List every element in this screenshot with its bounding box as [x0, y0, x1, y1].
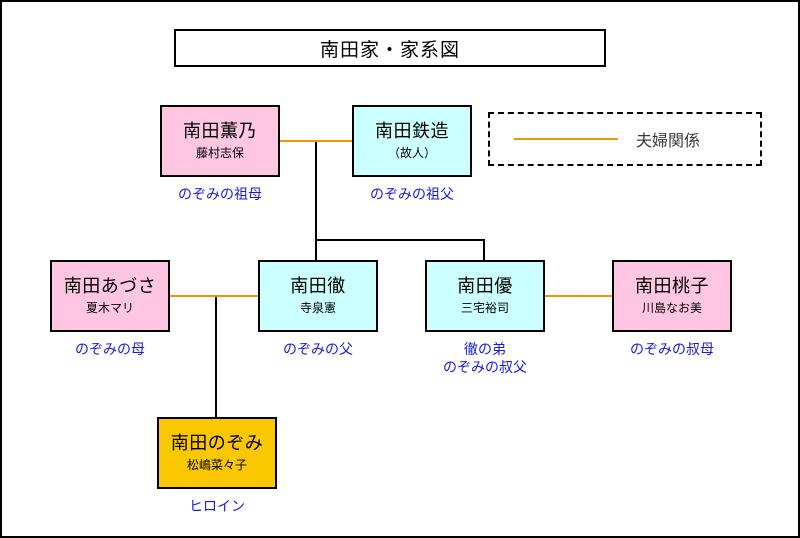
caption-grandfather: のぞみの祖父: [370, 187, 454, 203]
caption-mother: のぞみの母: [75, 342, 145, 358]
person-actor: 川島なお美: [641, 300, 702, 315]
caption-father: のぞみの父: [283, 342, 353, 358]
person-actor: （故人）: [387, 145, 436, 160]
person-actor: 松嶋菜々子: [186, 457, 247, 472]
diagram-title-box: 南田家・家系図: [174, 29, 606, 67]
person-actor: 夏木マリ: [85, 300, 134, 315]
person-name: 南田のぞみ: [170, 432, 264, 454]
person-name: 南田あづさ: [63, 275, 157, 297]
descent-drop-uncle: [483, 239, 485, 260]
person-box-heroine[interactable]: 南田のぞみ 松嶋菜々子: [157, 417, 277, 489]
person-box-mother[interactable]: 南田あづさ 夏木マリ: [50, 260, 170, 332]
person-name: 南田優: [457, 275, 513, 297]
person-box-aunt[interactable]: 南田桃子 川島なお美: [612, 260, 732, 332]
caption-uncle: 徹の弟 のぞみの叔父: [443, 342, 527, 376]
descent-drop-father: [315, 239, 317, 260]
marriage-line-parents: [170, 295, 258, 297]
marriage-line-swatch-icon: [514, 138, 618, 140]
caption-aunt: のぞみの叔母: [630, 342, 714, 358]
person-name: 南田鉄造: [375, 120, 449, 142]
legend-box: 夫婦関係: [488, 112, 762, 166]
person-box-father[interactable]: 南田徹 寺泉憲: [258, 260, 378, 332]
page-title: 南田家・家系図: [319, 38, 460, 61]
caption-grandmother: のぞみの祖母: [178, 187, 262, 203]
descent-stem-parents: [215, 296, 217, 417]
person-actor: 寺泉憲: [299, 300, 336, 315]
person-box-grandmother[interactable]: 南田薫乃 藤村志保: [160, 105, 280, 177]
descent-stem-grandparents: [315, 141, 317, 240]
sibling-bar-father-uncle: [315, 239, 485, 241]
person-name: 南田薫乃: [183, 120, 257, 142]
person-actor: 藤村志保: [195, 145, 244, 160]
person-actor: 三宅裕司: [460, 300, 509, 315]
marriage-line-grandparents: [280, 140, 352, 142]
caption-heroine: ヒロイン: [189, 499, 245, 515]
marriage-line-uncle-aunt: [545, 295, 612, 297]
legend-marriage-label: 夫婦関係: [636, 131, 701, 150]
person-name: 南田徹: [290, 275, 346, 297]
person-box-grandfather[interactable]: 南田鉄造 （故人）: [352, 105, 472, 177]
person-name: 南田桃子: [635, 275, 709, 297]
person-box-uncle[interactable]: 南田優 三宅裕司: [425, 260, 545, 332]
